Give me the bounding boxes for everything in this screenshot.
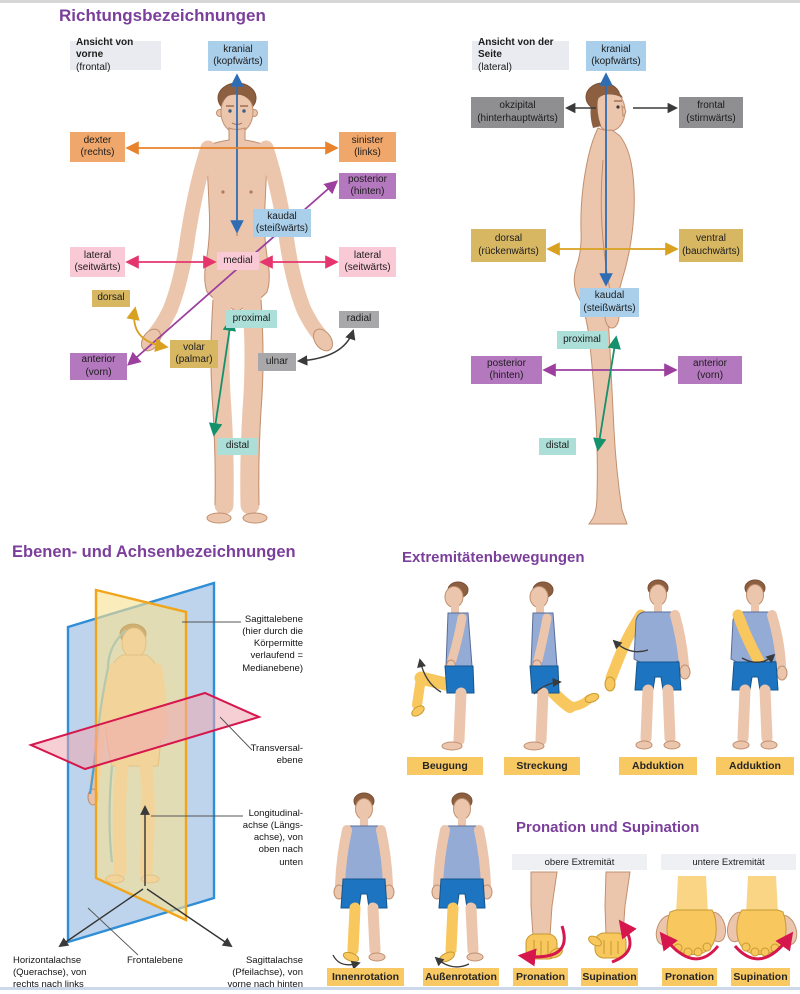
frontal-view-caption: Ansicht von vorne (frontal) [70, 37, 161, 73]
planes-figure [28, 581, 262, 956]
supination-forearm-figure [588, 871, 637, 964]
label-ventral: ventral(bauchwärts) [679, 229, 743, 262]
label-ulnar: ulnar [258, 353, 296, 371]
label-pronation-upper: Pronation [513, 968, 568, 986]
label-frontal-direction: frontal(stirnwärts) [679, 97, 743, 128]
label-anterior-lateral: anterior(vorn) [678, 356, 742, 384]
label-lateral-right: lateral(seitwärts) [339, 247, 396, 277]
label-dexter: dexter(rechts) [70, 132, 125, 162]
label-kaudal-lateral: kaudal(steißwärts) [580, 288, 639, 317]
pronation-forearm-figure [517, 871, 566, 967]
label-dorsal-hand: dorsal [92, 290, 130, 307]
section-title-movements: Extremitätenbewegungen [402, 549, 585, 566]
supination-foot-figure [726, 876, 798, 961]
beugung-figure [411, 581, 475, 751]
label-posterior-frontal: posterior(hinten) [339, 173, 396, 199]
label-sinister: sinister(links) [339, 132, 396, 162]
label-kaudal-frontal: kaudal(steißwärts) [253, 209, 311, 237]
axes-arrows [58, 805, 233, 948]
transversal-plane [28, 691, 262, 771]
label-proximal-lateral: proximal [557, 331, 607, 349]
label-distal-frontal: distal [218, 438, 257, 455]
label-abduktion: Abduktion [619, 757, 697, 775]
abduktion-figure [604, 579, 691, 750]
innenrotation-figure [332, 792, 395, 970]
label-supination-lower: Supination [731, 968, 790, 986]
label-innenrotation: Innenrotation [327, 968, 404, 986]
lateral-direction-arrows [542, 72, 679, 452]
label-supination-upper: Supination [581, 968, 638, 986]
header-untere-extremitaet: untere Extremität [661, 854, 796, 870]
label-anterior-frontal: anterior(vorn) [70, 353, 127, 380]
annotation-transversalebene: Transversal- ebene [250, 743, 303, 767]
label-radial: radial [339, 311, 379, 328]
section-title-planes: Ebenen- und Achsenbezeichnungen [12, 543, 296, 561]
label-pronation-lower: Pronation [662, 968, 717, 986]
label-adduktion: Adduktion [716, 757, 794, 775]
label-medial: medial [217, 252, 259, 270]
annotation-sagittalachse: Sagittalachse (Pfeilachse), von vorne na… [227, 955, 303, 991]
label-proximal-frontal: proximal [226, 310, 277, 328]
label-okzipital: okzipital(hinterhauptwärts) [471, 97, 564, 128]
annotation-pointer-lines [87, 621, 253, 956]
aussenrotation-figure [431, 792, 493, 968]
label-streckung: Streckung [504, 757, 580, 775]
lateral-view-caption: Ansicht von der Seite (lateral) [472, 37, 569, 73]
annotation-sagittalebene: Sagittalebene (hier durch die Körpermitt… [242, 614, 303, 674]
section-title-pronation: Pronation und Supination [516, 819, 700, 836]
top-border-strip [0, 0, 800, 3]
streckung-figure [523, 581, 600, 751]
frontal-direction-arrows [125, 73, 356, 437]
sagittal-plane [94, 588, 188, 922]
annotation-longitudinalachse: Longitudinal- achse (Längs- achse), von … [242, 808, 303, 868]
label-dorsal-lateral: dorsal(rückenwärts) [471, 229, 546, 262]
label-kranial-frontal: kranial(kopfwärts) [208, 41, 268, 71]
annotation-horizontalachse: Horizontalachse (Querachse), von rechts … [13, 955, 87, 991]
pronation-foot-figure [655, 876, 727, 961]
bottom-border-line [0, 987, 800, 990]
label-kranial-lateral: kranial(kopfwärts) [586, 41, 646, 71]
label-aussenrotation: Außenrotation [423, 968, 499, 986]
label-volar: volar(palmar) [170, 340, 218, 368]
label-lateral-left: lateral(seitwärts) [70, 247, 125, 277]
label-distal-lateral: distal [539, 438, 576, 455]
header-obere-extremitaet: obere Extremität [512, 854, 647, 870]
section-title-directions: Richtungsbezeichnungen [59, 6, 266, 25]
adduktion-figure [730, 579, 788, 750]
label-beugung: Beugung [407, 757, 483, 775]
annotation-frontalebene: Frontalebene [127, 955, 183, 966]
label-posterior-lateral: posterior(hinten) [471, 356, 542, 384]
